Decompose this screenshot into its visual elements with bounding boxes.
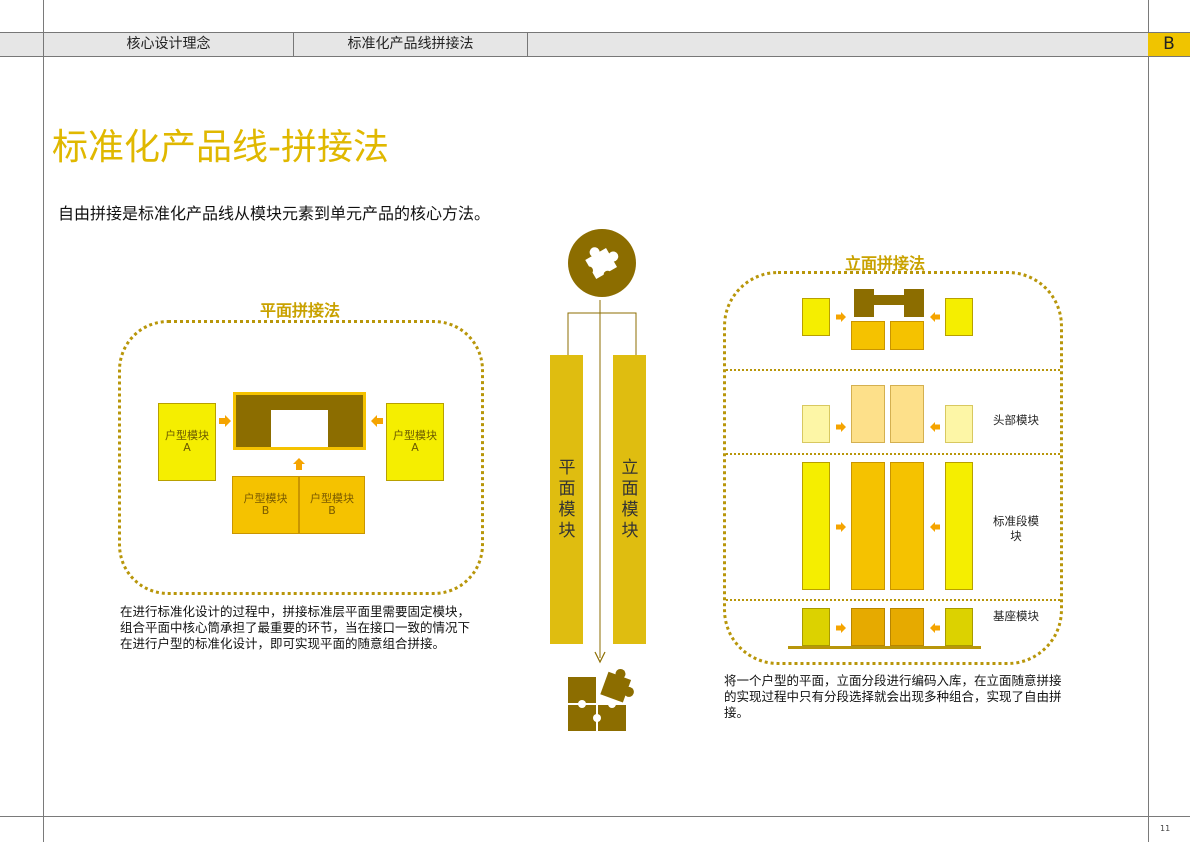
divider-head xyxy=(726,453,1060,455)
puzzle-piece-icon xyxy=(568,229,636,297)
unit-a-right-label: 户型模块 A xyxy=(393,429,437,454)
unit-a-left-box: 户型模块 A xyxy=(158,403,216,481)
elevation-module-label: 立面模块 xyxy=(621,458,639,541)
plan-module-bar xyxy=(550,355,583,644)
head-module-label: 头部模块 xyxy=(993,413,1039,427)
left-margin-line xyxy=(43,0,44,842)
head-center-right xyxy=(890,385,924,443)
base-center-left xyxy=(851,608,885,646)
arrow-left-icon xyxy=(930,522,940,532)
plan-section-title: 平面拼接法 xyxy=(260,301,341,320)
plan-frame xyxy=(118,320,484,595)
header-bar xyxy=(0,32,1190,57)
unit-b-left-label: 户型模块 B xyxy=(243,492,288,517)
plan-module-label: 平面模块 xyxy=(558,458,576,541)
section-badge: B xyxy=(1148,33,1190,56)
standard-module-label: 标准段模块 xyxy=(993,514,1039,543)
page-subtitle: 自由拼接是标准化产品线从模块元素到单元产品的核心方法。 xyxy=(58,204,491,223)
elev-top-bottom-right xyxy=(890,321,924,350)
arrow-right-icon xyxy=(836,422,846,432)
base-ground-line xyxy=(788,646,981,649)
arrow-right-icon xyxy=(836,623,846,633)
plan-description: 在进行标准化设计的过程中，拼接标准层平面里需要固定模块，组合平面中核心筒承担了最… xyxy=(120,604,471,651)
elevation-module-bar xyxy=(613,355,646,644)
elev-top-right-box xyxy=(945,298,973,336)
arrow-left-icon xyxy=(930,312,940,322)
unit-a-left-label: 户型模块 A xyxy=(165,429,209,454)
head-center-left xyxy=(851,385,885,443)
assembled-puzzle-icon xyxy=(568,668,634,731)
elev-top-left-box xyxy=(802,298,830,336)
unit-b-right-label: 户型模块 B xyxy=(310,492,354,517)
header-left-cell xyxy=(0,33,44,56)
standard-center-right xyxy=(890,462,924,590)
core-tube-shape xyxy=(233,392,366,450)
unit-b-right-box: 户型模块 B xyxy=(299,476,365,534)
arrow-right-icon xyxy=(219,415,231,427)
base-right-box xyxy=(945,608,973,646)
tab-splicing-method[interactable]: 标准化产品线拼接法 xyxy=(294,33,528,56)
arrow-left-icon xyxy=(930,623,940,633)
connector-lines xyxy=(567,300,637,664)
elevation-description: 将一个户型的平面，立面分段进行编码入库，在立面随意拼接的实现过程中只有分段选择就… xyxy=(724,673,1062,720)
elevation-frame xyxy=(723,271,1063,665)
unit-b-left-box: 户型模块 B xyxy=(232,476,299,534)
standard-center-left xyxy=(851,462,885,590)
arrow-left-icon xyxy=(930,422,940,432)
head-right-box xyxy=(945,405,973,443)
arrow-right-icon xyxy=(836,312,846,322)
standard-right-box xyxy=(945,462,973,590)
arrow-left-icon xyxy=(371,415,383,427)
footer-line xyxy=(0,816,1190,817)
base-center-right xyxy=(890,608,924,646)
right-margin-line xyxy=(1148,0,1149,842)
unit-a-right-box: 户型模块 A xyxy=(386,403,444,481)
arrow-up-icon xyxy=(293,458,305,470)
head-left-box xyxy=(802,405,830,443)
divider-standard xyxy=(726,599,1060,601)
base-module-label: 基座模块 xyxy=(993,609,1039,623)
base-left-box xyxy=(802,608,830,646)
elev-top-core-shape xyxy=(854,289,924,317)
tab-core-concept[interactable]: 核心设计理念 xyxy=(44,33,294,56)
elevation-section-title: 立面拼接法 xyxy=(845,254,926,273)
elev-top-bottom-left xyxy=(851,321,885,350)
page-title: 标准化产品线-拼接法 xyxy=(52,127,389,168)
divider-top xyxy=(726,369,1060,371)
page-number: 11 xyxy=(1160,824,1171,833)
arrow-right-icon xyxy=(836,522,846,532)
standard-left-box xyxy=(802,462,830,590)
